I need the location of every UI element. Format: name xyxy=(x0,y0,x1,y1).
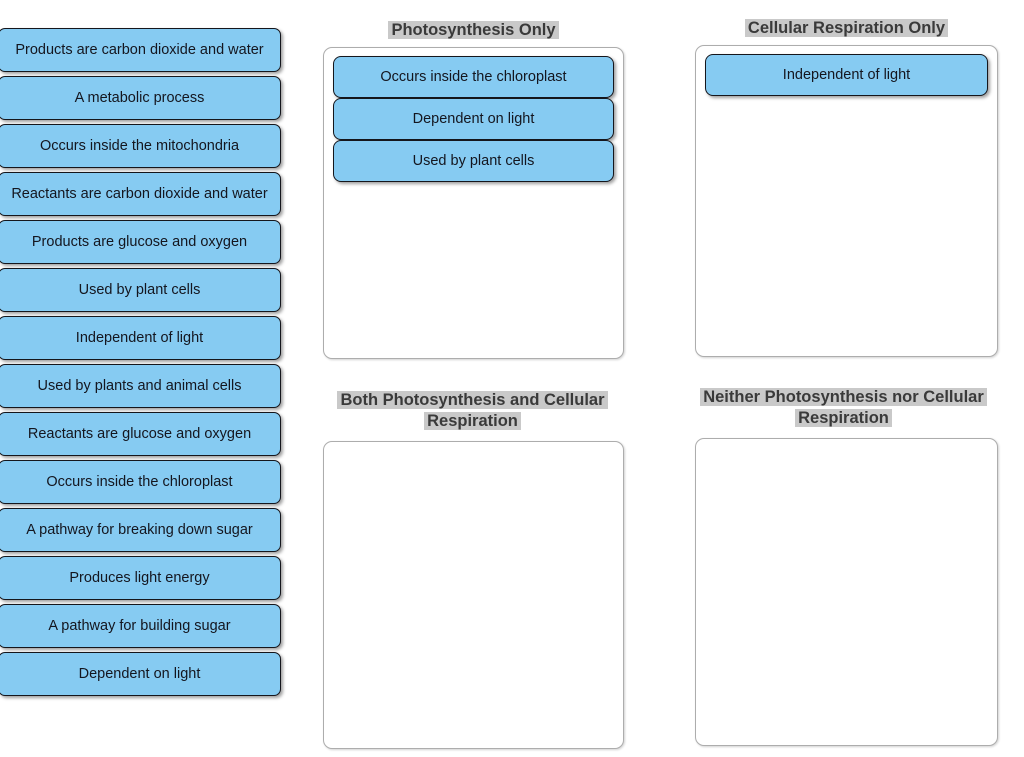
term-tile[interactable]: Dependent on light xyxy=(0,652,281,696)
category-panel-cellular-respiration-only: Cellular Respiration Only Independent of… xyxy=(695,18,998,357)
term-tile[interactable]: Independent of light xyxy=(0,316,281,360)
dropped-term-tile[interactable]: Independent of light xyxy=(705,54,988,96)
category-panel-photosynthesis-only: Photosynthesis Only Occurs inside the ch… xyxy=(323,20,624,359)
term-tile[interactable]: Produces light energy xyxy=(0,556,281,600)
panel-title-line: Respiration xyxy=(795,409,892,427)
dropzone-cellular-respiration-only[interactable]: Independent of light xyxy=(695,45,998,357)
dropped-term-tile[interactable]: Dependent on light xyxy=(333,98,614,140)
panel-title-line: Respiration xyxy=(424,412,521,430)
panel-title-line: Cellular Respiration Only xyxy=(744,19,949,37)
dropped-term-tile[interactable]: Occurs inside the chloroplast xyxy=(333,56,614,98)
dropzone-both[interactable] xyxy=(323,441,624,749)
term-tile[interactable]: Used by plants and animal cells xyxy=(0,364,281,408)
term-tile[interactable]: Products are glucose and oxygen xyxy=(0,220,281,264)
panel-title-cellular-respiration-only: Cellular Respiration Only xyxy=(695,18,998,39)
term-tile[interactable]: A metabolic process xyxy=(0,76,281,120)
dropzone-neither[interactable] xyxy=(695,438,998,746)
panel-title-line: Neither Photosynthesis nor Cellular xyxy=(700,388,987,406)
term-tile[interactable]: Reactants are glucose and oxygen xyxy=(0,412,281,456)
term-tile[interactable]: A pathway for breaking down sugar xyxy=(0,508,281,552)
term-tile[interactable]: Used by plant cells xyxy=(0,268,281,312)
term-tile[interactable]: Occurs inside the chloroplast xyxy=(0,460,281,504)
panel-title-line: Photosynthesis Only xyxy=(388,21,559,39)
panel-title-line: Both Photosynthesis and Cellular xyxy=(337,391,608,409)
term-tile[interactable]: Products are carbon dioxide and water xyxy=(0,28,281,72)
dropped-term-tile[interactable]: Used by plant cells xyxy=(333,140,614,182)
term-tile[interactable]: Occurs inside the mitochondria xyxy=(0,124,281,168)
term-tile[interactable]: A pathway for building sugar xyxy=(0,604,281,648)
panel-title-photosynthesis-only: Photosynthesis Only xyxy=(323,20,624,41)
term-tile[interactable]: Reactants are carbon dioxide and water xyxy=(0,172,281,216)
